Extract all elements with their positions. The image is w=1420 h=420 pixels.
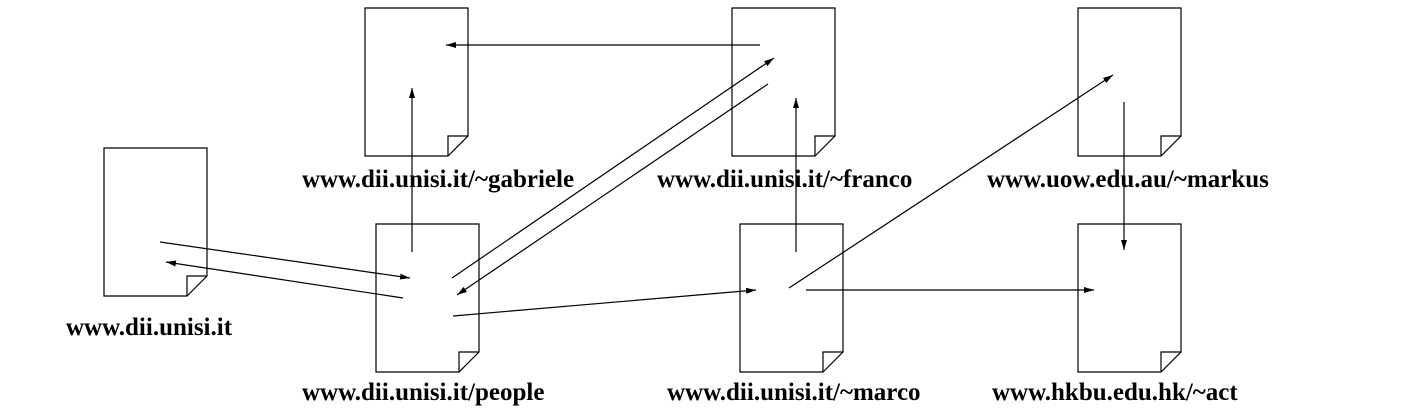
- page-document-people: [375, 223, 480, 373]
- page-label-people: www.dii.unisi.it/people: [302, 379, 544, 406]
- page-document-markus: [1077, 7, 1182, 157]
- page-document-dii: [103, 147, 208, 297]
- page-document-act: [1077, 223, 1182, 373]
- page-label-dii: www.dii.unisi.it: [66, 314, 233, 341]
- link-arrow-marco-to-markus: [788, 74, 1114, 289]
- page-label-gabriele: www.dii.unisi.it/~gabriele: [302, 166, 574, 193]
- link-arrow-dii-to-people: [159, 241, 411, 280]
- link-arrow-people-to-franco: [451, 57, 775, 279]
- page-label-act: www.hkbu.edu.hk/~act: [992, 379, 1238, 406]
- page-document-franco: [731, 7, 836, 157]
- link-arrow-people-to-marco: [452, 287, 757, 317]
- page-document-gabriele: [364, 7, 469, 157]
- page-document-marco: [739, 223, 844, 373]
- page-label-markus: www.uow.edu.au/~markus: [987, 166, 1269, 193]
- link-arrow-franco-to-people: [456, 83, 769, 296]
- page-label-franco: www.dii.unisi.it/~franco: [657, 166, 912, 193]
- page-label-marco: www.dii.unisi.it/~marco: [667, 379, 921, 406]
- link-arrow-people-to-dii: [165, 260, 404, 299]
